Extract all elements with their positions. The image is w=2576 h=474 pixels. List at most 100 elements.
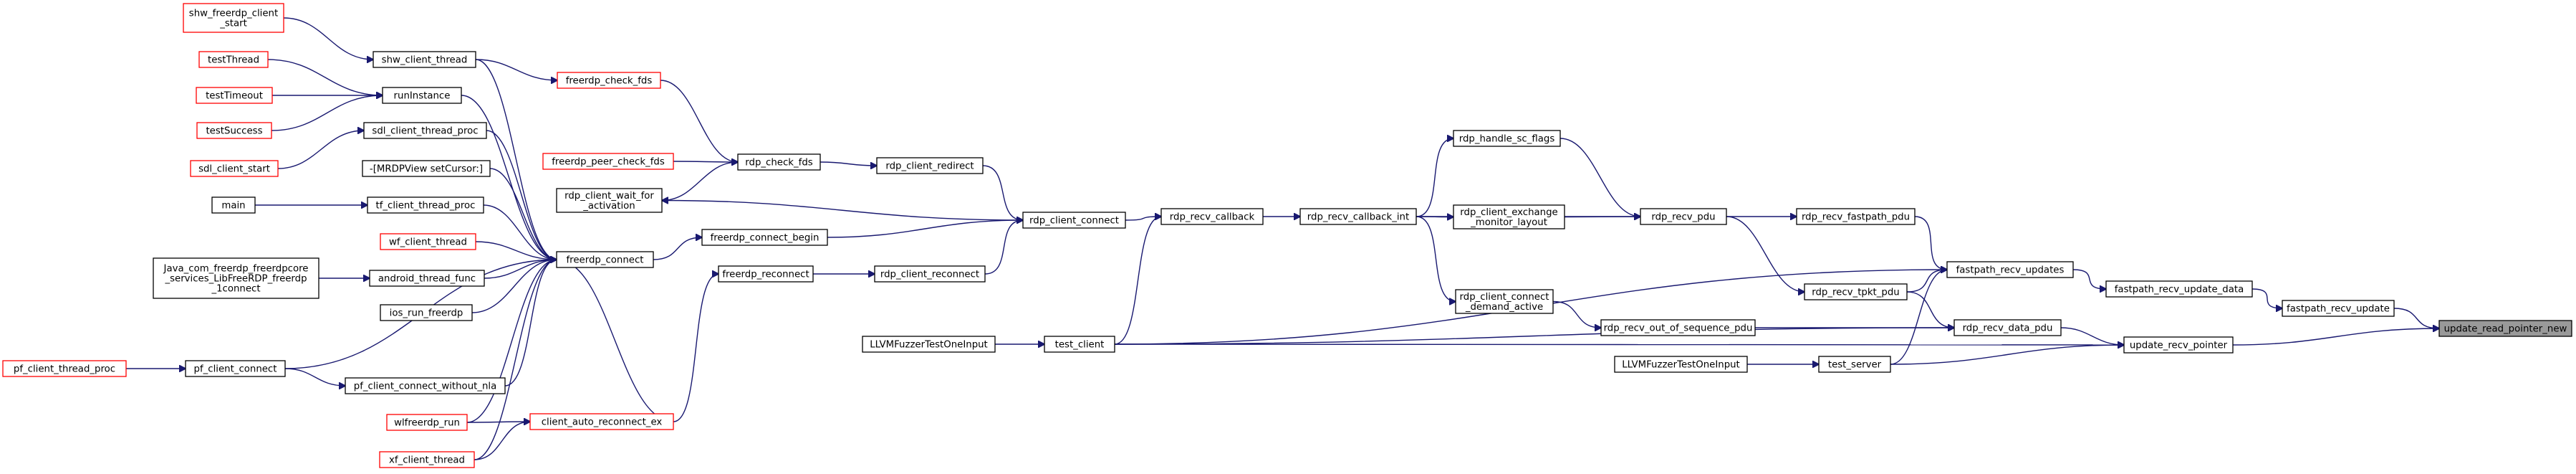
node-wf-client-thread[interactable]: wf_client_thread	[380, 233, 476, 250]
node-box	[386, 414, 468, 431]
node-label: -[MRDPView setCursor:]	[370, 164, 483, 175]
node-testsuccess[interactable]: testSuccess	[196, 122, 272, 139]
node-rdp-recv-callback[interactable]: rdp_recv_callback	[1160, 208, 1264, 225]
node-sdl-client-thread-proc[interactable]: sdl_client_thread_proc	[363, 122, 487, 139]
node-main[interactable]: main	[211, 196, 256, 214]
node-testthread[interactable]: testThread	[198, 51, 269, 68]
node-label: rdp_client_connect	[1460, 292, 1549, 303]
node-label: main	[221, 201, 245, 212]
node-label: update_read_pointer_new	[2444, 324, 2567, 335]
node-box	[2123, 336, 2234, 354]
edge-rdp-client-redirect-to-rdp-client-connect	[982, 165, 1023, 220]
node-ios-run-freerdp[interactable]: ios_run_freerdp	[380, 304, 473, 321]
node-box	[2438, 320, 2572, 337]
node-rdp-recv-pdu[interactable]: rdp_recv_pdu	[1640, 208, 1727, 225]
node-pf-client-connect[interactable]: pf_client_connect	[185, 360, 286, 377]
node-rdp-client-reconnect[interactable]: rdp_client_reconnect	[874, 265, 986, 283]
node-pf-client-connect-without-nla[interactable]: pf_client_connect_without_nla	[345, 377, 506, 394]
node-box	[556, 251, 654, 268]
node-box	[1044, 336, 1115, 353]
node-mrdpview-setcursor[interactable]: -[MRDPView setCursor:]	[362, 160, 491, 177]
node-update-recv-pointer[interactable]: update_recv_pointer	[2123, 336, 2234, 354]
node-rdp-recv-out-of-sequence-pdu[interactable]: rdp_recv_out_of_sequence_pdu	[1600, 319, 1756, 336]
node-test-client[interactable]: test_client	[1044, 336, 1115, 353]
node-llvmfuzzertestoneinput-a[interactable]: LLVMFuzzerTestOneInput	[862, 336, 996, 353]
node-wlfreerdp-run[interactable]: wlfreerdp_run	[386, 414, 468, 431]
node-fastpath-recv-updates[interactable]: fastpath_recv_updates	[1946, 261, 2074, 278]
node-sdl-client-start[interactable]: sdl_client_start	[190, 160, 279, 177]
node-rdp-recv-fastpath-pdu[interactable]: rdp_recv_fastpath_pdu	[1796, 208, 1916, 225]
node-label: freerdp_reconnect	[722, 270, 809, 280]
edge-shw-client-thread-to-freerdp-check-fds	[475, 59, 557, 80]
node-label: LLVMFuzzerTestOneInput	[870, 340, 988, 351]
edge-rdp-handle-sc-flags-to-rdp-recv-pdu	[1559, 138, 1640, 217]
node-label: rdp_client_connect	[1029, 216, 1119, 227]
node-rdp-client-connect-demand-active[interactable]: rdp_client_connect_demand_active	[1455, 289, 1554, 314]
node-label: rdp_client_wait_for	[564, 191, 654, 202]
node-runinstance[interactable]: runInstance	[382, 87, 462, 104]
node-rdp-recv-tpkt-pdu[interactable]: rdp_recv_tpkt_pdu	[1804, 283, 1908, 300]
node-label: tf_client_thread_proc	[375, 201, 475, 212]
node-rdp-recv-data-pdu[interactable]: rdp_recv_data_pdu	[1953, 319, 2062, 336]
node-label: fastpath_recv_update_data	[2115, 285, 2244, 295]
node-label: testTimeout	[206, 91, 263, 102]
node-freerdp-check-fds[interactable]: freerdp_check_fds	[557, 72, 661, 89]
edge-layer	[125, 17, 2439, 460]
node-box	[363, 122, 487, 139]
node-shw-freerdp-client-start[interactable]: shw_freerdp_client_start	[183, 3, 284, 33]
node-layer: update_read_pointer_new fastpath_recv_upd…	[2, 3, 2572, 468]
node-label: test_client	[1055, 340, 1105, 351]
node-label: rdp_recv_pdu	[1651, 212, 1715, 223]
node-fastpath-recv-update[interactable]: fastpath_recv_update	[2282, 300, 2395, 317]
node-rdp-client-exchange-monitor-layout[interactable]: rdp_client_exchange_monitor_layout	[1453, 204, 1565, 229]
node-rdp-check-fds[interactable]: rdp_check_fds	[737, 153, 821, 171]
node-rdp-client-wait-for-activation[interactable]: rdp_client_wait_for_activation	[556, 188, 663, 213]
node-label: update_recv_pointer	[2130, 341, 2228, 351]
node-label: _demand_active	[1465, 302, 1543, 313]
node-rdp-recv-callback-int[interactable]: rdp_recv_callback_int	[1299, 208, 1417, 225]
node-client-auto-reconnect-ex[interactable]: client_auto_reconnect_ex	[529, 413, 674, 430]
node-rdp-client-connect[interactable]: rdp_client_connect	[1022, 212, 1126, 229]
node-tf-client-thread-proc[interactable]: tf_client_thread_proc	[367, 196, 484, 214]
edge-rdp-recv-callback-int-to-rdp-handle-sc-flags	[1416, 138, 1453, 217]
node-android-thread-func[interactable]: android_thread_func	[369, 270, 485, 287]
node-label: rdp_recv_fastpath_pdu	[1802, 212, 1910, 223]
node-update-read-pointer-new[interactable]: update_read_pointer_new	[2438, 320, 2572, 337]
edge-fastpath-recv-updates-to-fastpath-recv-update-data	[2072, 269, 2106, 289]
node-fastpath-recv-update-data[interactable]: fastpath_recv_update_data	[2105, 280, 2253, 298]
node-xf-client-thread[interactable]: xf_client_thread	[379, 451, 475, 468]
edge-freerdp-connect-to-freerdp-connect-begin	[653, 237, 702, 260]
node-label: freerdp_connect_begin	[711, 233, 820, 244]
node-pf-client-thread-proc[interactable]: pf_client_thread_proc	[2, 360, 127, 377]
node-freerdp-reconnect[interactable]: freerdp_reconnect	[718, 265, 814, 283]
edge-rdp-recv-fastpath-pdu-to-fastpath-recv-updates	[1914, 216, 1947, 270]
node-test-server[interactable]: test_server	[1818, 356, 1891, 373]
node-llvmfuzzertestoneinput-b[interactable]: LLVMFuzzerTestOneInput	[1614, 356, 1748, 373]
node-box	[379, 451, 475, 468]
node-label: rdp_recv_data_pdu	[1963, 323, 2053, 334]
node-rdp-client-redirect[interactable]: rdp_client_redirect	[876, 157, 984, 174]
edge-wlfreerdp-run-to-freerdp-connect	[466, 260, 557, 423]
node-freerdp-connect-begin[interactable]: freerdp_connect_begin	[701, 229, 828, 246]
node-shw-client-thread[interactable]: shw_client_thread	[373, 51, 476, 68]
node-label: xf_client_thread	[389, 455, 465, 466]
edge-shw-freerdp-client-start-to-shw-client-thread	[283, 17, 373, 60]
node-freerdp-peer-check-fds[interactable]: freerdp_peer_check_fds	[542, 153, 674, 170]
node-rdp-handle-sc-flags[interactable]: rdp_handle_sc_flags	[1453, 130, 1561, 147]
edge-rdp-recv-pdu-to-rdp-recv-tpkt-pdu	[1726, 216, 1804, 292]
node-testtimeout[interactable]: testTimeout	[196, 87, 273, 104]
node-box	[1455, 289, 1554, 314]
node-label: sdl_client_start	[198, 164, 270, 175]
edge-xf-client-thread-to-client-auto-reconnect-ex	[474, 422, 530, 460]
edge-fastpath-recv-update-data-to-fastpath-recv-update	[2251, 288, 2282, 308]
node-java-com-freerdp[interactable]: Java_com_freerdp_freerdpcore_services_Li…	[153, 257, 319, 299]
edge-test-client-to-rdp-recv-callback	[1114, 217, 1161, 345]
edge-update-recv-pointer-to-update-read-pointer-new	[2232, 328, 2439, 346]
node-box	[542, 153, 674, 170]
node-label: _services_LibFreeRDP_freerdp	[164, 274, 307, 285]
node-freerdp-connect[interactable]: freerdp_connect	[556, 251, 654, 268]
edge-sdl-client-start-to-sdl-client-thread-proc	[277, 131, 364, 169]
node-box	[1160, 208, 1264, 225]
node-label: wlfreerdp_run	[394, 418, 460, 429]
edge-freerdp-connect-begin-to-rdp-client-connect	[827, 220, 1023, 238]
